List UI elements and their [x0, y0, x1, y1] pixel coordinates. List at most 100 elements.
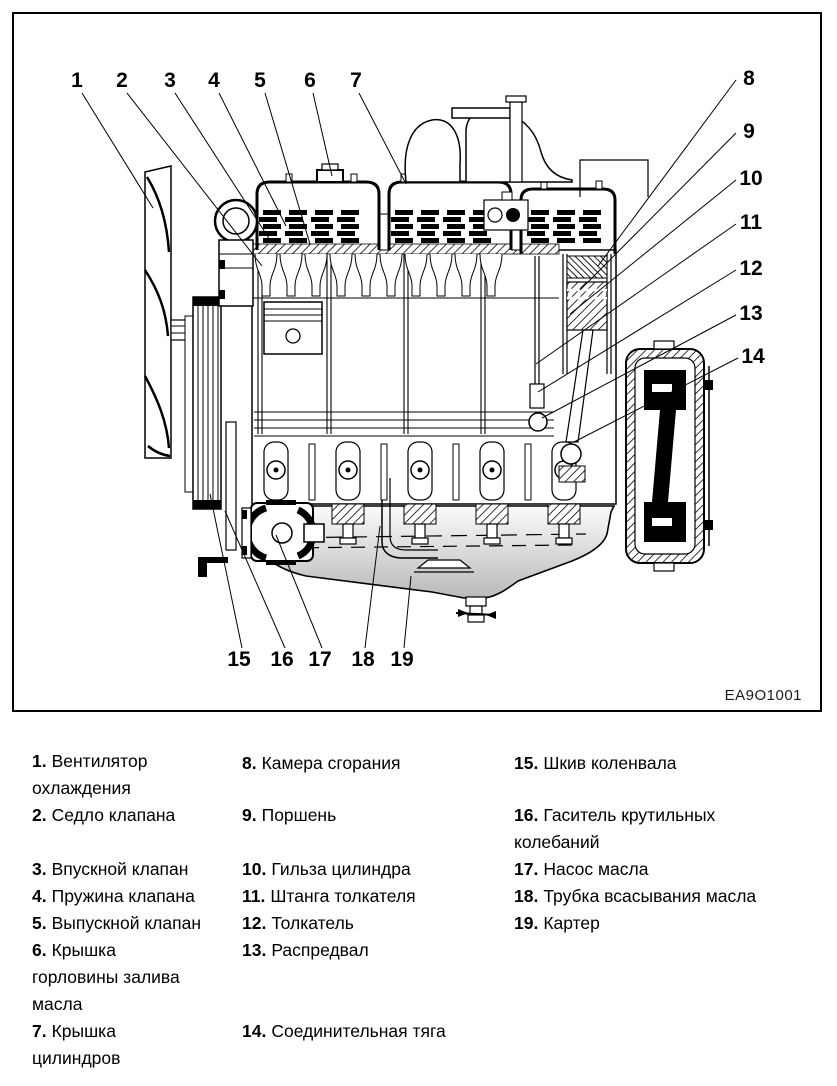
pushrod — [534, 256, 540, 384]
water-pump — [213, 198, 259, 307]
legend-item-6: 6.Крышка горловины залива масла — [32, 937, 232, 1018]
legend-item-number: 5. — [32, 913, 47, 933]
legend-item-number: 19. — [514, 913, 539, 933]
legend-item-17: 17.Насос масла — [514, 856, 824, 883]
legend-item-label: Шкив коленвала — [543, 753, 677, 773]
legend-item-label: Крышка цилиндров — [32, 1021, 121, 1068]
crank-pulley-damper — [184, 296, 237, 577]
leader-line-2 — [126, 92, 263, 267]
crank-journal — [403, 441, 437, 545]
head-port — [404, 253, 428, 297]
leader-line-5 — [264, 92, 311, 245]
camshaft — [528, 412, 548, 432]
drain-plug — [455, 596, 497, 623]
legend-item-label: Крышка горловины залива масла — [32, 940, 180, 1014]
callout-number-2: 2 — [116, 69, 128, 92]
legend-item-label: Штанга толкателя — [270, 886, 416, 906]
legend-item-number: 16. — [514, 805, 539, 825]
leader-line-9 — [579, 132, 737, 291]
legend-item-label: Седло клапана — [51, 805, 176, 825]
callout-number-9: 9 — [743, 120, 755, 143]
callout-number-7: 7 — [350, 69, 362, 92]
legend-item-number: 6. — [32, 940, 47, 960]
callout-number-14: 14 — [741, 345, 765, 368]
legend-item-label: Впускной клапан — [51, 859, 189, 879]
valve-spring — [337, 210, 359, 243]
legend-item-label: Выпускной клапан — [51, 913, 202, 933]
legend-item-number: 10. — [242, 859, 267, 879]
valve-spring — [417, 210, 439, 243]
legend-item-label: Насос масла — [543, 859, 649, 879]
valve-spring — [311, 210, 333, 243]
legend-item-number: 17. — [514, 859, 539, 879]
valve-spring — [391, 210, 413, 243]
head-port — [479, 253, 503, 297]
legend-item-label: Распредвал — [271, 940, 369, 960]
callout-number-6: 6 — [304, 69, 316, 92]
intake-manifold — [404, 95, 649, 197]
legend-item-5: 5.Выпускной клапан — [32, 910, 232, 937]
head-port — [379, 253, 403, 297]
connecting-rod — [565, 329, 594, 443]
legend-item-label: Вентилятор охлаждения — [32, 751, 148, 798]
leader-line-6 — [312, 92, 333, 177]
leader-line-10 — [569, 179, 737, 315]
tappet — [529, 383, 545, 409]
valve-spring — [527, 210, 549, 243]
legend-item-16: 16.Гаситель крутильных колебаний — [514, 802, 824, 856]
legend-item-number: 18. — [514, 886, 539, 906]
leader-line-14 — [573, 357, 739, 443]
legend-item-number: 8. — [242, 753, 257, 773]
legend-item-label: Гильза цилиндра — [271, 859, 411, 879]
valve-spring — [579, 210, 601, 243]
legend-item-14: 14.Соединительная тяга — [242, 1018, 504, 1045]
callout-number-8: 8 — [743, 67, 755, 90]
callout-number-16: 16 — [270, 648, 293, 671]
legend-item-8: 8.Камера сгорания — [242, 750, 504, 777]
callout-number-10: 10 — [739, 167, 762, 190]
legend-item-9: 9.Поршень — [242, 802, 504, 829]
legend-item-2: 2.Седло клапана — [32, 802, 232, 829]
legend-item-number: 7. — [32, 1021, 47, 1041]
valve-springs — [259, 210, 601, 243]
legend-item-11: 11.Штанга толкателя — [242, 883, 504, 910]
legend-item-label: Картер — [543, 913, 600, 933]
legend-item-18: 18.Трубка всасывания масла — [514, 883, 824, 910]
combustion-chamber — [566, 255, 608, 279]
legend-item-15: 15.Шкив коленвала — [514, 750, 824, 777]
callout-number-4: 4 — [208, 69, 220, 92]
legend-item-10: 10.Гильза цилиндра — [242, 856, 504, 883]
legend-item-number: 9. — [242, 805, 257, 825]
legend-item-1: 1.Вентилятор охлаждения — [32, 748, 232, 802]
legend-item-3: 3.Впускной клапан — [32, 856, 232, 883]
flywheel — [625, 340, 713, 572]
valve-spring — [553, 210, 575, 243]
leader-line-8 — [597, 79, 737, 267]
leader-line-18 — [364, 525, 381, 649]
valve-spring — [443, 210, 465, 243]
callout-number-17: 17 — [308, 648, 331, 671]
head-port — [329, 253, 353, 297]
legend-item-12: 12.Толкатель — [242, 910, 504, 937]
legend-item-label: Толкатель — [271, 913, 354, 933]
leader-line-12 — [537, 269, 737, 393]
legend-item-label: Камера сгорания — [261, 753, 401, 773]
breather-unit — [483, 191, 529, 231]
legend-item-number: 11. — [242, 886, 266, 906]
callout-number-13: 13 — [739, 302, 762, 325]
legend-item-label: Трубка всасывания масла — [543, 886, 757, 906]
head-port — [279, 253, 303, 297]
head-port — [454, 253, 478, 297]
leader-line-3 — [174, 92, 271, 241]
crank-journal — [475, 441, 509, 545]
legend-item-number: 15. — [514, 753, 539, 773]
leader-line-11 — [535, 223, 737, 365]
legend-item-number: 1. — [32, 751, 47, 771]
valve-spring — [469, 210, 491, 243]
head-port — [429, 253, 453, 297]
legend-item-label: Поршень — [261, 805, 337, 825]
